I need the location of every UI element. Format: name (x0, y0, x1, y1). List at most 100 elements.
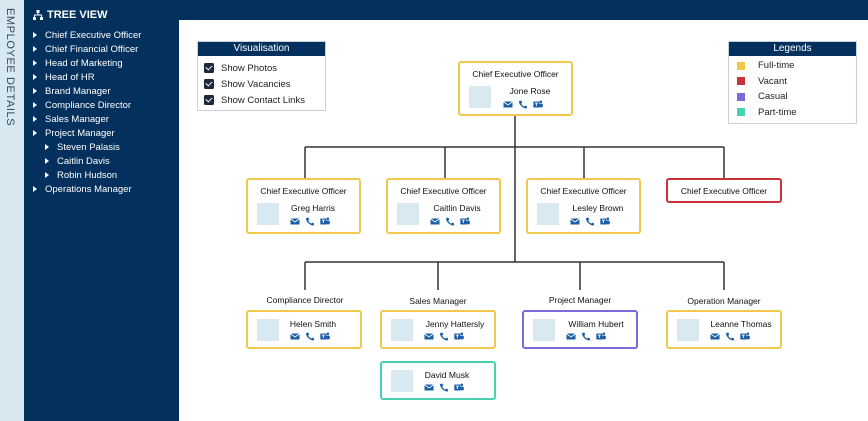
card-title: Chief Executive Officer (260, 186, 347, 196)
tree-item-brand-manager[interactable]: Brand Manager (33, 84, 179, 98)
caret-right-icon (45, 172, 49, 178)
phone-icon[interactable] (585, 217, 595, 226)
org-card-root[interactable]: Chief Executive Officer Jone Rose (458, 61, 573, 116)
phone-icon[interactable] (305, 217, 315, 226)
phone-icon[interactable] (439, 332, 449, 341)
tree-item-label: Head of Marketing (45, 57, 123, 69)
mail-icon[interactable] (503, 100, 513, 109)
legend-label: Part-time (758, 106, 797, 118)
org-card-david-musk[interactable]: David Musk (380, 361, 496, 400)
mail-icon[interactable] (424, 383, 434, 392)
teams-icon[interactable] (454, 383, 464, 392)
show-photos-checkbox[interactable]: Show Photos (198, 60, 325, 76)
org-card-greg-harris[interactable]: Chief Executive Officer Greg Harris (246, 178, 361, 234)
tree-item-caitlin-davis[interactable]: Caitlin Davis (33, 154, 179, 168)
org-card-lesley-brown[interactable]: Chief Executive Officer Lesley Brown (526, 178, 641, 234)
org-card-william-hubert[interactable]: William Hubert (522, 310, 638, 349)
visualisation-panel: Visualisation Show Photos Show Vacancies… (197, 41, 326, 111)
legend-swatch (737, 108, 745, 117)
tree-item-label: Caitlin Davis (57, 155, 110, 167)
tree-view-header: TREE VIEW (33, 9, 108, 21)
caret-right-icon (33, 116, 37, 122)
legend-label: Vacant (758, 75, 787, 87)
org-card-jenny-hattersly[interactable]: Jenny Hattersly (380, 310, 496, 349)
org-card-caitlin-davis[interactable]: Chief Executive Officer Caitlin Davis (386, 178, 501, 234)
legend-item-casual: Casual (729, 89, 856, 105)
phone-icon[interactable] (725, 332, 735, 341)
teams-icon[interactable] (320, 332, 330, 341)
caret-right-icon (33, 74, 37, 80)
legend-label: Casual (758, 91, 788, 103)
employee-details-tab[interactable]: EMPLOYEE DETAILS (0, 0, 24, 421)
org-card-helen-smith[interactable]: Helen Smith (246, 310, 362, 349)
teams-icon[interactable] (454, 332, 464, 341)
phone-icon[interactable] (445, 217, 455, 226)
phone-icon[interactable] (581, 332, 591, 341)
caret-right-icon (33, 60, 37, 66)
mail-icon[interactable] (710, 332, 720, 341)
show-vacancies-checkbox[interactable]: Show Vacancies (198, 76, 325, 92)
teams-icon[interactable] (320, 217, 330, 226)
card-title: Chief Executive Officer (540, 186, 627, 196)
mail-icon[interactable] (570, 217, 580, 226)
legend-swatch (737, 77, 745, 86)
org-card-vacant[interactable]: Chief Executive Officer (666, 178, 782, 203)
tree-item-chief-executive-officer[interactable]: Chief Executive Officer (33, 28, 179, 42)
tree-item-head-of-hr[interactable]: Head of HR (33, 70, 179, 84)
contact-links (290, 332, 330, 341)
role-label-sales-manager: Sales Manager (409, 296, 467, 306)
contact-links (566, 332, 606, 341)
phone-icon[interactable] (305, 332, 315, 341)
caret-right-icon (33, 130, 37, 136)
teams-icon[interactable] (596, 332, 606, 341)
employee-name: William Hubert (568, 319, 624, 329)
legend-item-full-time: Full-time (729, 58, 856, 74)
teams-icon[interactable] (460, 217, 470, 226)
contact-links (424, 332, 464, 341)
card-title: Chief Executive Officer (472, 69, 559, 79)
legend-item-part-time: Part-time (729, 105, 856, 121)
tree-item-label: Steven Palasis (57, 141, 120, 153)
top-bar (179, 0, 868, 20)
contact-links (503, 100, 543, 109)
teams-icon[interactable] (600, 217, 610, 226)
org-card-leanne-thomas[interactable]: Leanne Thomas (666, 310, 782, 349)
role-label-project-manager: Project Manager (548, 295, 612, 305)
tree-item-steven-palasis[interactable]: Steven Palasis (33, 140, 179, 154)
phone-icon[interactable] (439, 383, 449, 392)
tree-item-label: Chief Executive Officer (45, 29, 142, 41)
employee-photo (391, 370, 413, 392)
tree-item-label: Chief Financial Officer (45, 43, 139, 55)
card-title: Chief Executive Officer (400, 186, 487, 196)
tree-item-sales-manager[interactable]: Sales Manager (33, 112, 179, 126)
tree-item-head-of-marketing[interactable]: Head of Marketing (33, 56, 179, 70)
tree-item-project-manager[interactable]: Project Manager (33, 126, 179, 140)
teams-icon[interactable] (740, 332, 750, 341)
tree-item-label: Head of HR (45, 71, 95, 83)
mail-icon[interactable] (290, 332, 300, 341)
tree-item-operations-manager[interactable]: Operations Manager (33, 182, 179, 196)
tree-item-label: Operations Manager (45, 183, 132, 195)
show-contact-links-checkbox[interactable]: Show Contact Links (198, 92, 325, 108)
mail-icon[interactable] (566, 332, 576, 341)
employee-photo (677, 319, 699, 341)
employee-name: David Musk (424, 370, 470, 380)
tree-item-robin-hudson[interactable]: Robin Hudson (33, 168, 179, 182)
mail-icon[interactable] (430, 217, 440, 226)
legends-title: Legends (729, 42, 856, 56)
mail-icon[interactable] (290, 217, 300, 226)
employee-name: Greg Harris (291, 203, 335, 213)
mail-icon[interactable] (424, 332, 434, 341)
contact-links (710, 332, 750, 341)
legends-panel: Legends Full-time Vacant Casual Part-tim… (728, 41, 857, 124)
teams-icon[interactable] (533, 100, 543, 109)
contact-links (290, 217, 330, 226)
role-label-operation-manager: Operation Manager (687, 296, 761, 306)
tree-item-chief-financial-officer[interactable]: Chief Financial Officer (33, 42, 179, 56)
phone-icon[interactable] (518, 100, 528, 109)
caret-right-icon (33, 88, 37, 94)
contact-links (424, 383, 464, 392)
checkbox-checked-icon (204, 95, 214, 105)
tree-item-compliance-director[interactable]: Compliance Director (33, 98, 179, 112)
